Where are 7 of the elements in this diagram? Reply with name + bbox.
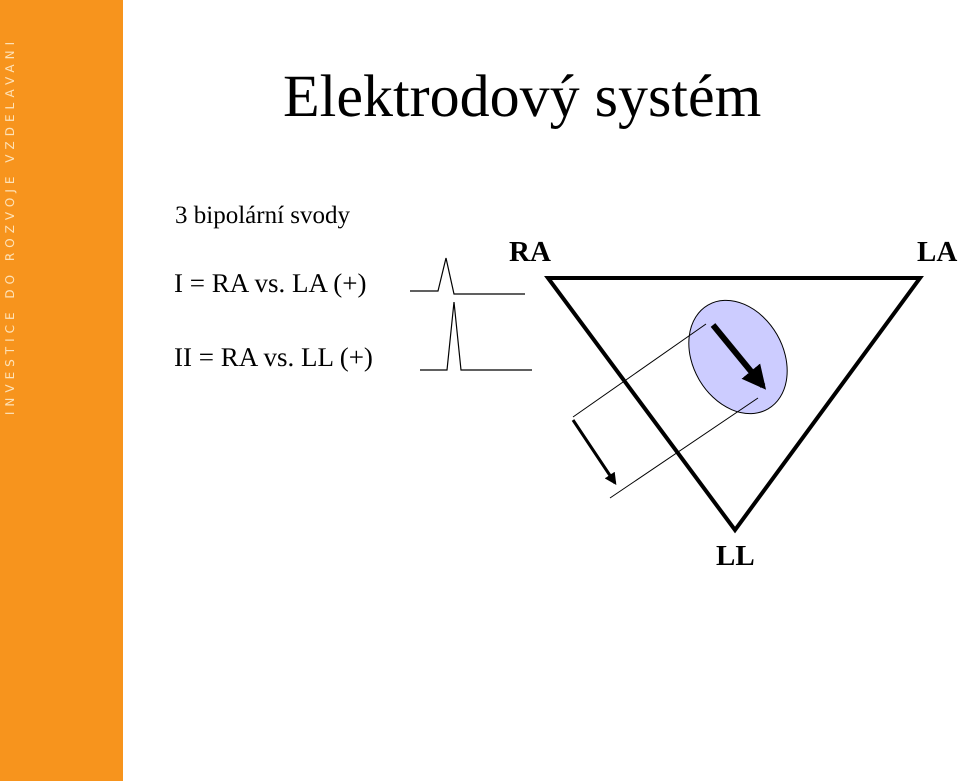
electrode-label: LL — [716, 542, 755, 571]
electrode-label: RA — [509, 238, 551, 267]
electrode-label: LA — [917, 238, 958, 267]
subheading: 3 bipolární svody — [175, 203, 350, 228]
lead-formula: II = RA vs. LL (+) — [174, 344, 373, 371]
vertical-slogan: INVESTICE DO ROZVOJE VZDELAVANI — [4, 36, 16, 418]
lead-formula: I = RA vs. LA (+) — [174, 270, 366, 297]
